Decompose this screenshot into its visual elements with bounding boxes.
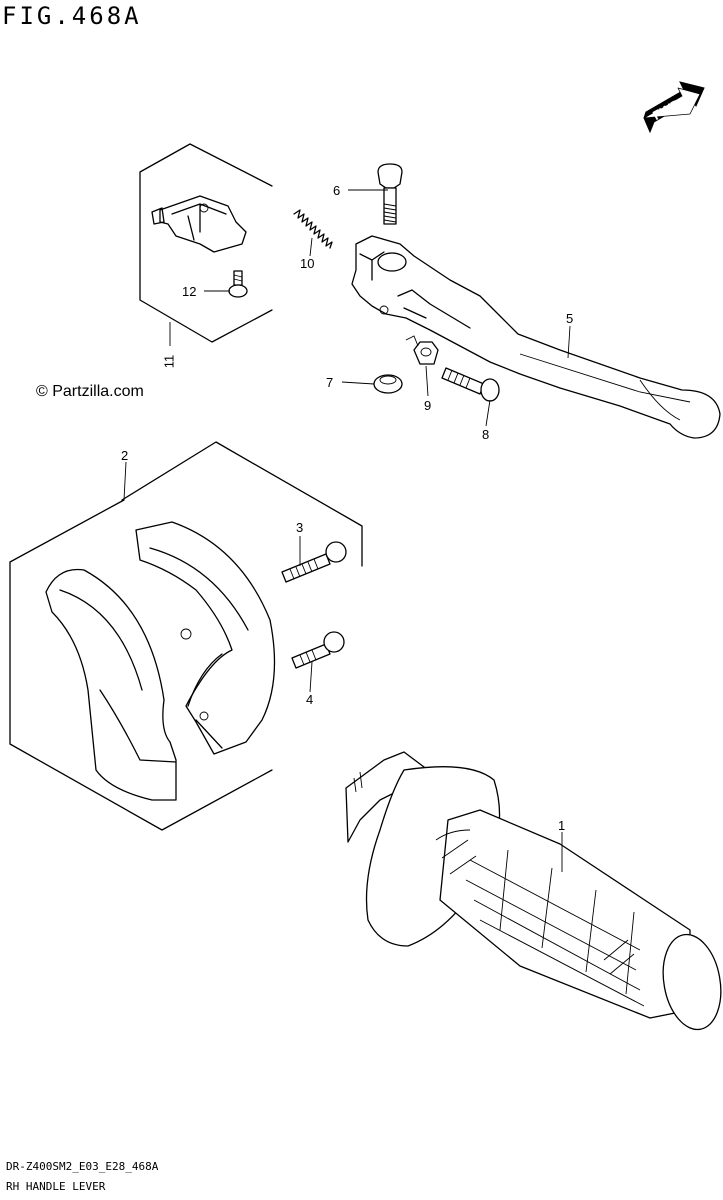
callout-leader-lines	[123, 189, 571, 872]
callout-7: 7	[326, 375, 334, 390]
part-11-switch	[151, 195, 247, 253]
part-1-grip	[345, 751, 722, 1031]
part-7-nut-cover	[373, 374, 403, 394]
part-3-screw	[281, 541, 347, 583]
callout-5: 5	[566, 311, 574, 326]
callout-4: 4	[306, 692, 314, 707]
callout-6: 6	[333, 183, 341, 198]
part-2-group-box	[9, 441, 363, 831]
part-11-group-box	[139, 143, 273, 343]
part-9-nut	[405, 335, 439, 365]
part-2-clamp-front	[45, 568, 177, 801]
callout-11: 11	[161, 354, 177, 369]
copyright-text: © Partzilla.com	[36, 383, 144, 400]
fwd-arrow-icon	[643, 81, 705, 134]
part-6-pivot-bolt	[377, 163, 403, 225]
callout-2: 2	[121, 448, 129, 463]
model-code: DR-Z400SM2_E03_E28_468A	[6, 1160, 159, 1173]
figure-title: FIG.468A	[2, 2, 142, 30]
callout-12: 12	[182, 284, 197, 299]
callout-8: 8	[482, 427, 490, 442]
part-5-brake-lever	[351, 235, 721, 439]
callout-10: 10	[300, 256, 315, 271]
part-10-spring	[293, 209, 333, 249]
part-12-screw	[228, 270, 248, 298]
part-8-lever-bolt	[441, 367, 500, 402]
figure-description: RH HANDLE LEVER	[6, 1180, 106, 1193]
part-2-clamp-rear	[135, 521, 276, 755]
callout-3: 3	[296, 520, 304, 535]
callout-9: 9	[424, 398, 432, 413]
callout-1: 1	[558, 818, 566, 833]
part-4-screw	[291, 631, 345, 669]
